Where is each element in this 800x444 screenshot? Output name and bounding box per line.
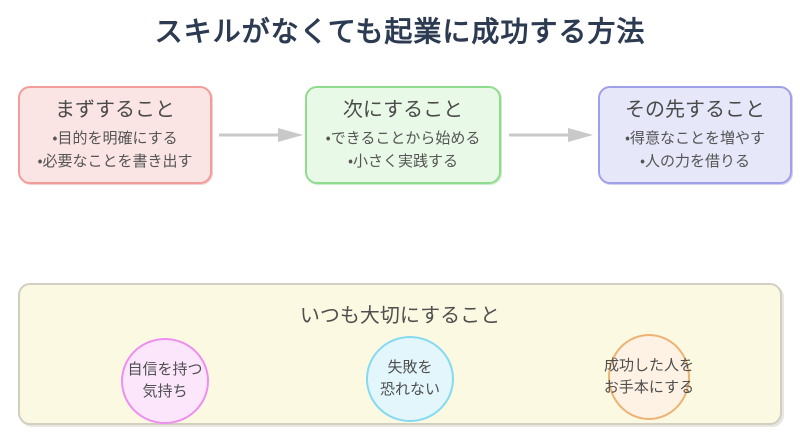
flow-step-first: まずすること ・目的を明確にする ・必要なことを書き出す <box>18 86 212 184</box>
flow-arrow-icon <box>219 128 303 142</box>
always-section: いつも大切にすること 自信を持つ 気持ち 失敗を 恐れない 成功した人を お手本… <box>18 283 782 425</box>
step-title: 次にすること <box>342 99 464 121</box>
bubble-line: お手本にする <box>603 379 695 396</box>
step-title: まずすること <box>55 99 175 121</box>
flow-step-later: その先すること ・得意なことを増やす ・人の力を借りる <box>598 86 792 184</box>
step-item: ・小さく実践する <box>347 152 459 170</box>
step-item: ・得意なことを増やす <box>624 130 766 147</box>
step-item: ・できることから始める <box>325 130 481 147</box>
flow-step-next: 次にすること ・できることから始める ・小さく実践する <box>305 86 501 184</box>
always-title: いつも大切にすること <box>299 305 501 327</box>
flow-arrow-icon <box>509 128 593 142</box>
bubble-line: 気持ち <box>142 383 188 400</box>
page-title: スキルがなくても起業に成功する方法 <box>154 16 646 47</box>
bubble-line: 自信を持つ <box>127 361 203 379</box>
step-item: ・目的を明確にする <box>52 130 178 147</box>
bubble-role-model: 成功した人を お手本にする <box>604 334 694 420</box>
bubble-line: 恐れない <box>379 381 440 398</box>
step-title: その先すること <box>625 99 765 121</box>
bubble-failure: 失敗を 恐れない <box>366 336 454 422</box>
bubble-line: 失敗を <box>387 359 433 377</box>
step-item: ・人の力を借りる <box>639 152 751 170</box>
bubble-confidence: 自信を持つ 気持ち <box>121 338 209 424</box>
bubble-line: 成功した人を <box>604 357 695 375</box>
step-item: ・必要なことを書き出す <box>37 152 193 170</box>
